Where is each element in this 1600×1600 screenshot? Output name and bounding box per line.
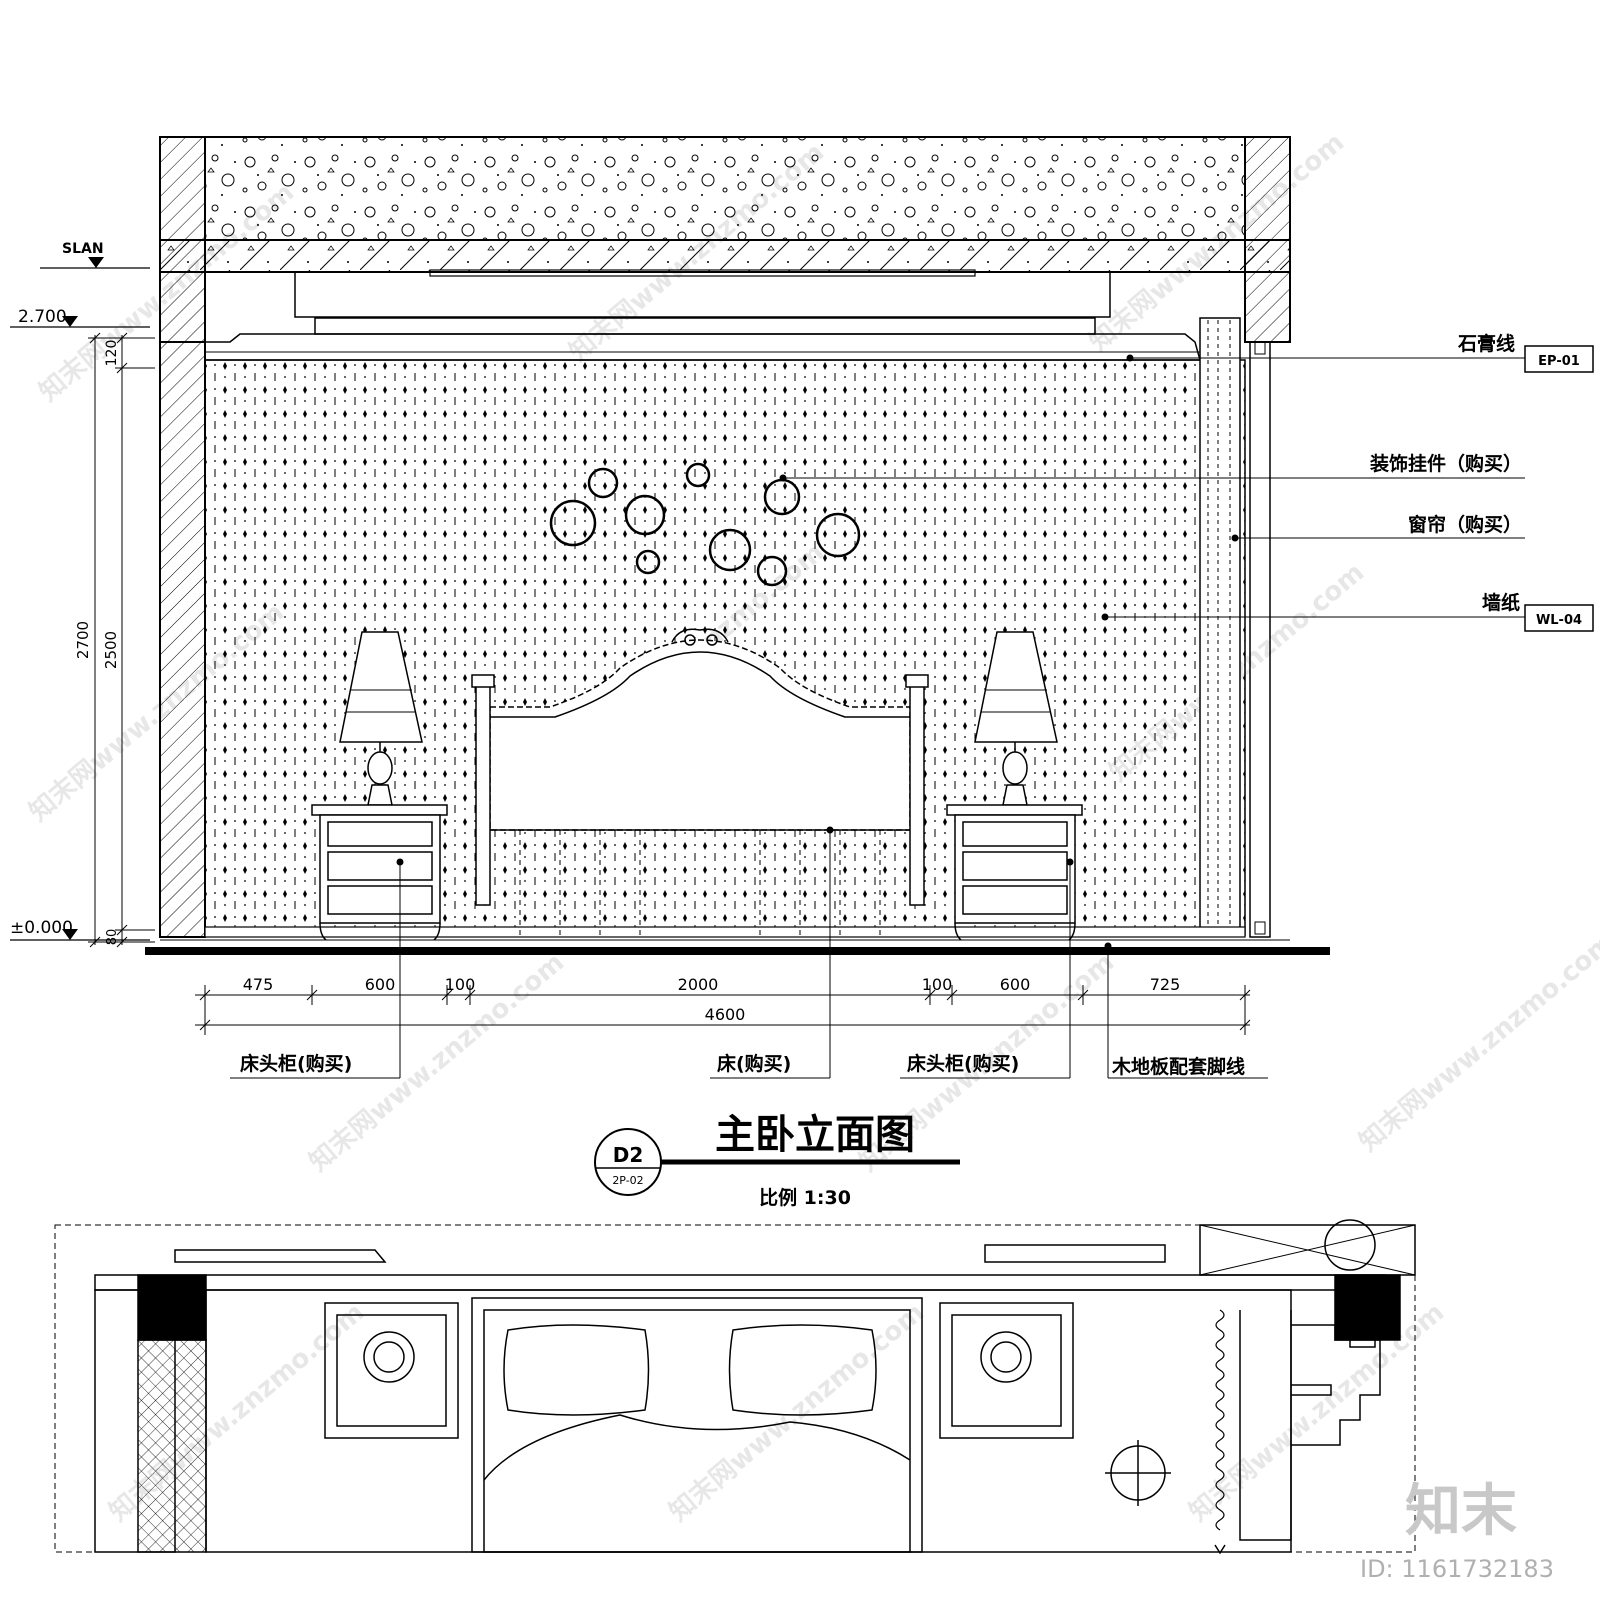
plan-nightstand-left <box>324 1302 459 1439</box>
dim-seg: 600 <box>1000 975 1031 994</box>
plan-column-right <box>1334 1274 1401 1341</box>
plan-column-left <box>137 1274 207 1341</box>
decor-ring <box>815 512 861 558</box>
ep01-tag-box <box>1524 345 1594 373</box>
wl04-tag-box <box>1524 604 1594 632</box>
plan-bed <box>471 1297 923 1553</box>
dim-seg: 100 <box>922 975 953 994</box>
plan-view <box>54 1219 1416 1555</box>
dim-wall-height: 2500 <box>102 631 120 669</box>
bedpost-left <box>475 684 491 906</box>
bed-label: 床(购买) <box>717 1052 791 1075</box>
table-lamp-right <box>974 631 1058 806</box>
drawing-title: 主卧立面图 <box>715 1112 915 1158</box>
decor-ring <box>549 499 597 547</box>
structural-beam <box>159 239 1291 273</box>
floor-line <box>145 947 1330 955</box>
decor-ring <box>624 494 666 536</box>
dim-overall: 4600 <box>705 1005 746 1024</box>
drawing-scale: 比例 1:30 <box>759 1186 851 1209</box>
plaster-code: EP-01 <box>1538 354 1580 369</box>
left-wall-hatch-upper <box>159 136 206 343</box>
skirting-board <box>204 926 1246 938</box>
right-wall-hatch-upper <box>1244 136 1291 343</box>
dim-seg: 2000 <box>678 975 719 994</box>
dim-top-gap: 120 <box>104 340 120 367</box>
drawing-tag-code: D2 <box>613 1143 644 1167</box>
decor-ring <box>635 549 661 575</box>
ceiling-light-trough <box>294 271 1111 318</box>
wallpaper-label: 墙纸 <box>1482 591 1520 614</box>
drawing-tag-sheet: 2P-02 <box>612 1174 643 1187</box>
dim-total-height: 2700 <box>74 621 92 659</box>
curtain <box>1199 317 1241 936</box>
plan-column-left-hatch <box>137 1339 207 1553</box>
plan-pillow <box>503 1324 650 1416</box>
plan-pillow <box>728 1324 877 1416</box>
concrete-slab <box>204 136 1246 241</box>
wallpaper-code: WL-04 <box>1536 613 1582 628</box>
ornament-label: 装饰挂件（购买） <box>1369 452 1522 475</box>
ceiling-strip <box>429 269 976 277</box>
skirting-label: 木地板配套脚线 <box>1111 1055 1245 1078</box>
plaster-cornice <box>204 333 1201 361</box>
decor-ring <box>685 462 711 488</box>
window-frame <box>1249 341 1271 938</box>
dim-seg: 600 <box>365 975 396 994</box>
nightstand-right-label: 床头柜(购买) <box>907 1052 1019 1075</box>
dim-seg: 475 <box>243 975 274 994</box>
bedpost-right <box>909 684 925 906</box>
ceiling-cove <box>314 317 1096 335</box>
slan-level: SLAN <box>62 241 104 257</box>
nightstand-left <box>311 804 448 941</box>
decorative-rings <box>549 462 861 587</box>
nightstand-right <box>946 804 1083 941</box>
dim-seg: 725 <box>1150 975 1181 994</box>
decor-ring <box>708 528 752 572</box>
plan-nightstand-right <box>939 1302 1074 1439</box>
dim-base: 80 <box>105 929 120 946</box>
zero-level: ±0.000 <box>10 918 73 938</box>
plaster-label: 石膏线 <box>1457 332 1515 355</box>
nightstand-left-label: 床头柜(购买) <box>240 1052 352 1075</box>
decor-ring <box>756 555 788 587</box>
decor-ring <box>587 467 619 499</box>
ceiling-recess <box>204 271 1246 342</box>
curtain-label: 窗帘（购买） <box>1408 513 1522 536</box>
top-level: 2.700 <box>18 307 67 327</box>
left-wall-hatch <box>159 341 206 938</box>
table-lamp-left <box>339 631 423 806</box>
headboard <box>471 628 929 906</box>
dim-seg: 100 <box>445 975 476 994</box>
image-id: ID: 1161732183 <box>1360 1555 1554 1583</box>
znzmo-logo: 知末 <box>1405 1479 1517 1544</box>
